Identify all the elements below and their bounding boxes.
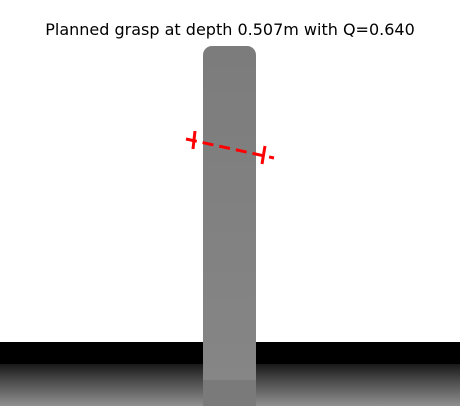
grasp-jaw-left — [191, 130, 197, 150]
figure-title: Planned grasp at depth 0.507m with Q=0.6… — [45, 20, 415, 39]
object-pillar — [203, 46, 256, 390]
grasp-jaw-right — [260, 145, 267, 165]
grasp-marker — [185, 130, 275, 165]
grasp-axis-line — [185, 137, 275, 160]
object-pillar-shadow — [203, 380, 256, 406]
